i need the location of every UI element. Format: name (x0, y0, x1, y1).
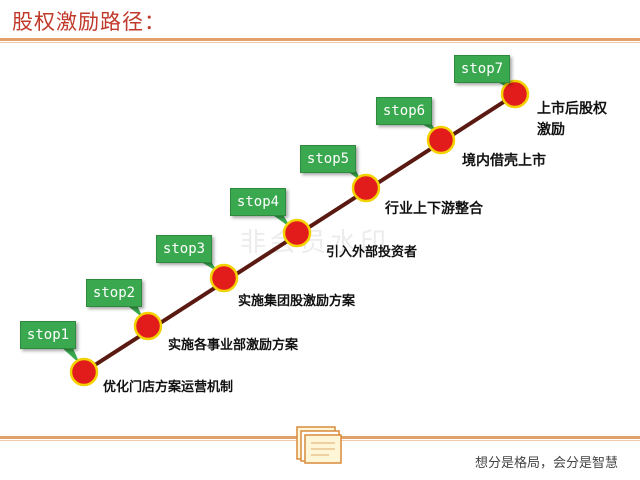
stop6-node (426, 125, 456, 155)
stop2-label: stop2 (86, 279, 142, 307)
stop4-text: 引入外部投资者 (326, 245, 418, 260)
stop1-node (69, 357, 99, 387)
stop7-label: stop7 (454, 55, 510, 83)
stop4-pointer (270, 213, 291, 228)
stop7-text-line1: 上市后股权 (537, 101, 607, 117)
watermark: 非会员水印 (240, 228, 391, 258)
stop5-node (351, 173, 381, 203)
stop4-node (282, 218, 312, 248)
stop6-label: stop6 (376, 97, 432, 125)
stop6-text: 境内借壳上市 (462, 153, 546, 169)
footer-slogan: 想分是格局，会分是智慧 (474, 456, 618, 471)
header-divider (0, 38, 640, 41)
stop2-text: 实施各事业部激励方案 (168, 338, 299, 353)
stop1-text: 优化门店方案运营机制 (103, 380, 234, 395)
stop7-text-line2: 激励 (537, 122, 565, 138)
document-stack-icon (296, 426, 342, 464)
stop3-text: 实施集团股激励方案 (238, 294, 356, 309)
stop5-label: stop5 (300, 145, 356, 173)
stop1-pointer (60, 346, 80, 364)
stop7-node (500, 79, 530, 109)
stop5-text: 行业上下游整合 (385, 201, 483, 217)
stop1-label: stop1 (20, 321, 76, 349)
stop4-label: stop4 (230, 188, 286, 216)
stop2-node (133, 311, 163, 341)
stop3-node (209, 263, 239, 293)
header-divider-thin (0, 42, 640, 43)
stop3-label: stop3 (156, 235, 212, 263)
page-title: 股权激励路径： (12, 10, 166, 34)
